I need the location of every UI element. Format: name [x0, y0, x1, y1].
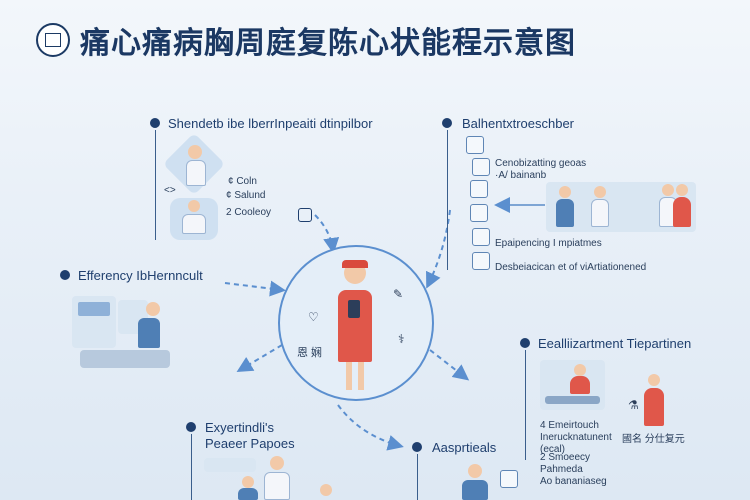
clipboard-icon [500, 470, 518, 488]
mid-right-heading: Eealliizartment Tiepartinen [538, 336, 692, 351]
patient-third-head [320, 484, 332, 496]
monitor-screen [78, 302, 110, 316]
nurse-2-head [676, 184, 688, 196]
patient-small-head [242, 476, 254, 488]
doc-icon-1 [466, 136, 484, 154]
nurse-leg-right [358, 362, 364, 390]
patient-body [186, 160, 206, 186]
bottom-mid-connector-line [417, 454, 418, 500]
top-right-item-2: ·A/ bainanb [495, 170, 547, 181]
top-right-item-3: Epaipencing I mpiatmes [495, 238, 602, 249]
top-right-connector-line [447, 130, 448, 270]
top-left-item-1: ¢ Coln [228, 176, 257, 187]
caregiver-head [648, 374, 660, 386]
nurse-leg-left [346, 362, 352, 390]
tablet-icon [348, 300, 360, 318]
top-left-item-2: ¢ Salund [226, 190, 266, 201]
mid-right-connector-line [525, 350, 526, 460]
bed-patient-head [574, 364, 586, 376]
mid-right-bullet [520, 338, 530, 348]
doc-icon-3 [470, 180, 488, 198]
checklist-icon [298, 208, 312, 222]
doc-icon-6 [472, 252, 490, 270]
chart-icon: ✎ [393, 287, 404, 301]
hospital-logo-icon [36, 23, 70, 57]
doctor-2-head [594, 186, 606, 198]
arrow-mid-left [224, 280, 286, 297]
exercise-body [182, 214, 206, 234]
mid-right-item-3: Ao bananiaseg [540, 476, 607, 487]
arrow-lower-left [236, 344, 283, 373]
bed-patient-body [570, 376, 590, 394]
caregiver-body [644, 388, 664, 426]
small-icon-label: <> [164, 185, 176, 196]
top-right-item-1: Cenobizatting geoas [495, 158, 587, 169]
arrow-top-right [426, 209, 451, 289]
hospital-bed [545, 396, 600, 404]
arrow-lower-right [429, 349, 470, 381]
mid-right-caption: 國名 分仕复元 [622, 434, 685, 445]
doctor-2-body [591, 199, 609, 227]
patient-treadmill-body [138, 318, 160, 348]
doc-icon-5 [472, 228, 490, 246]
top-left-connector-line [155, 130, 156, 240]
bottom-mid-heading: Aasprtieals [432, 440, 497, 455]
medication-icon: ⚗ [628, 398, 639, 412]
patient-treadmill-head [146, 302, 160, 316]
mid-right-item-1: 4 Emeirtouch Inerucknatunent (ecal) [540, 420, 612, 455]
trainer-body [264, 472, 290, 500]
bottom-patient-body [462, 480, 488, 500]
patient-head [188, 145, 202, 159]
top-right-heading: Balhentxtroeschber [462, 116, 575, 131]
doctor-1-head [559, 186, 571, 198]
top-left-item-3: 2 Cooleoy [226, 207, 272, 218]
hub-label: 恩 娴 [297, 347, 323, 359]
bottom-left-subheading: Peaeer Papoes [205, 436, 295, 451]
nurse-cap [342, 260, 368, 268]
treadmill [80, 350, 170, 368]
pill-icon: ⚕ [398, 332, 405, 346]
top-left-bullet [150, 118, 160, 128]
bottom-left-heading: Exyertindli's [205, 420, 274, 435]
trainer-head [270, 456, 284, 470]
exercise-head [188, 200, 200, 212]
heart-icon: ♡ [308, 310, 319, 324]
top-right-bullet [442, 118, 452, 128]
bottom-patient-head [468, 464, 482, 478]
mid-left-bullet [60, 270, 70, 280]
arrow-bottom [337, 404, 404, 451]
mid-right-item-2: 2 Smoeecy Pahmeda [540, 452, 591, 475]
bottom-mid-bullet [412, 442, 422, 452]
doctor-3-head [662, 184, 674, 196]
exercise-sign [204, 458, 256, 472]
top-left-heading: Shendetb ibe lberrInpeaiti dtinpilbor [168, 116, 373, 131]
top-right-item-4: Desbeiacican et of viArtiationened [495, 262, 647, 273]
title-bar: 痛心痛病胸周庭复陈心状能程示意图 [36, 18, 576, 62]
mid-left-heading: Efferency IbHernncult [78, 268, 203, 283]
bottom-left-connector-line [191, 434, 192, 500]
arrow-top-left [314, 214, 340, 254]
doc-icon-2 [472, 158, 490, 176]
page-title: 痛心痛病胸周庭复陈心状能程示意图 [80, 27, 576, 60]
doc-icon-4 [470, 204, 488, 222]
nurse-2-body [673, 197, 691, 227]
doctor-1-body [556, 199, 574, 227]
bottom-left-bullet [186, 422, 196, 432]
patient-small-body [238, 488, 258, 500]
